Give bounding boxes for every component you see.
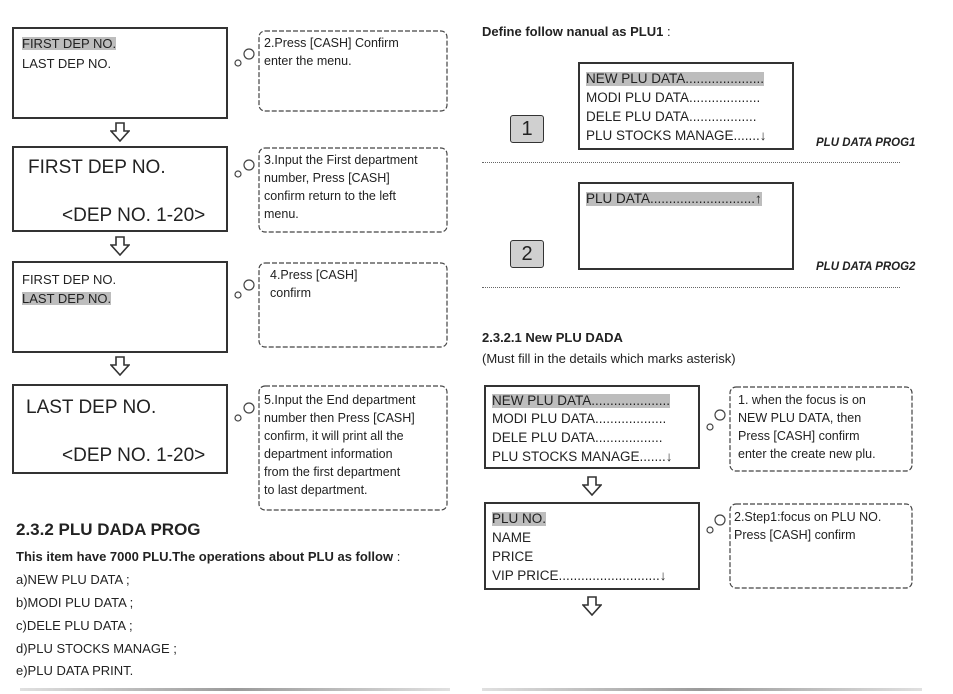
down-arrow-icon xyxy=(582,596,602,616)
down-arrow-icon xyxy=(110,122,130,142)
thought-bubble-icon xyxy=(706,503,913,589)
menu-plu-stocks-manage: PLU STOCKS MANAGE.......↓ xyxy=(586,128,767,143)
menu-modi-plu-data: MODI PLU DATA................... xyxy=(586,90,761,105)
define-note: Define follow nanual as PLU1 : xyxy=(482,24,671,39)
menu-new-plu-data: NEW PLU DATA..................... xyxy=(492,393,671,408)
subsection-title: 2.3.2.1 New PLU DADA xyxy=(482,330,623,345)
field-name: NAME xyxy=(492,530,532,545)
lcd-screen-3: FIRST DEP NO. LAST DEP NO. xyxy=(12,261,228,353)
subsection-subtitle: (Must fill in the details which marks as… xyxy=(482,351,736,366)
last-dep-no-title: LAST DEP NO. xyxy=(26,397,157,418)
menu-last-dep-no: LAST DEP NO. xyxy=(22,291,112,306)
prog2-label: PLU DATA PROG2 xyxy=(816,261,916,273)
menu-first-dep-no: FIRST DEP NO. xyxy=(22,36,117,51)
page-divider xyxy=(20,688,450,691)
dep-no-range: <DEP NO. 1-20> xyxy=(62,205,206,226)
down-arrow-icon xyxy=(582,476,602,496)
lcd-screen-4: LAST DEP NO. <DEP NO. 1-20> xyxy=(12,384,228,474)
prog1-label: PLU DATA PROG1 xyxy=(816,137,916,149)
dep-no-range: <DEP NO. 1-20> xyxy=(62,445,206,466)
lcd-new-plu-menu: NEW PLU DATA..................... MODI P… xyxy=(484,385,700,469)
down-arrow-icon xyxy=(110,356,130,376)
list-item: b)MODI PLU DATA ; xyxy=(16,595,134,610)
first-dep-no-title: FIRST DEP NO. xyxy=(28,157,166,178)
menu-dele-plu-data: DELE PLU DATA.................. xyxy=(492,430,663,445)
thought-bubble-icon xyxy=(234,147,448,233)
note-3: 4.Press [CASH]confirm xyxy=(270,268,358,300)
menu-dele-plu-data: DELE PLU DATA.................. xyxy=(586,109,757,124)
field-plu-no: PLU NO. xyxy=(492,511,547,526)
divider xyxy=(482,162,900,163)
menu-plu-stocks-manage: PLU STOCKS MANAGE.......↓ xyxy=(492,449,673,464)
down-arrow-icon xyxy=(110,236,130,256)
list-item: e)PLU DATA PRINT. xyxy=(16,663,134,678)
lcd-prog1: NEW PLU DATA..................... MODI P… xyxy=(578,62,794,150)
divider xyxy=(482,287,900,288)
list-item: a)NEW PLU DATA ; xyxy=(16,572,130,587)
note-plu-no: 2.Step1:focus on PLU NO.Press [CASH] con… xyxy=(734,510,882,542)
field-vip-price: VIP PRICE...........................↓ xyxy=(492,568,667,583)
lcd-screen-1: FIRST DEP NO. LAST DEP NO. xyxy=(12,27,228,119)
menu-last-dep-no: LAST DEP NO. xyxy=(22,56,112,71)
step-number-1: 1 xyxy=(510,115,544,143)
lcd-screen-2: FIRST DEP NO. <DEP NO. 1-20> xyxy=(12,146,228,232)
list-item: d)PLU STOCKS MANAGE ; xyxy=(16,641,177,656)
lcd-prog2: PLU DATA............................↑ xyxy=(578,182,794,270)
thought-bubble-icon xyxy=(706,386,913,472)
lcd-plu-fields: PLU NO. NAME PRICE VIP PRICE............… xyxy=(484,502,700,590)
section-title: 2.3.2 PLU DADA PROG xyxy=(16,520,201,539)
step-number-2: 2 xyxy=(510,240,544,268)
thought-bubble-icon xyxy=(234,262,448,348)
page-divider xyxy=(482,688,922,691)
menu-new-plu-data: NEW PLU DATA..................... xyxy=(586,71,765,86)
menu-plu-data: PLU DATA............................↑ xyxy=(586,191,762,206)
field-price: PRICE xyxy=(492,549,534,564)
thought-bubble-icon xyxy=(234,30,448,112)
menu-first-dep-no: FIRST DEP NO. xyxy=(22,272,117,287)
menu-modi-plu-data: MODI PLU DATA................... xyxy=(492,411,667,426)
thought-bubble-icon xyxy=(234,385,448,511)
list-item: c)DELE PLU DATA ; xyxy=(16,618,133,633)
section-intro: This item have 7000 PLU.The operations a… xyxy=(16,549,401,564)
